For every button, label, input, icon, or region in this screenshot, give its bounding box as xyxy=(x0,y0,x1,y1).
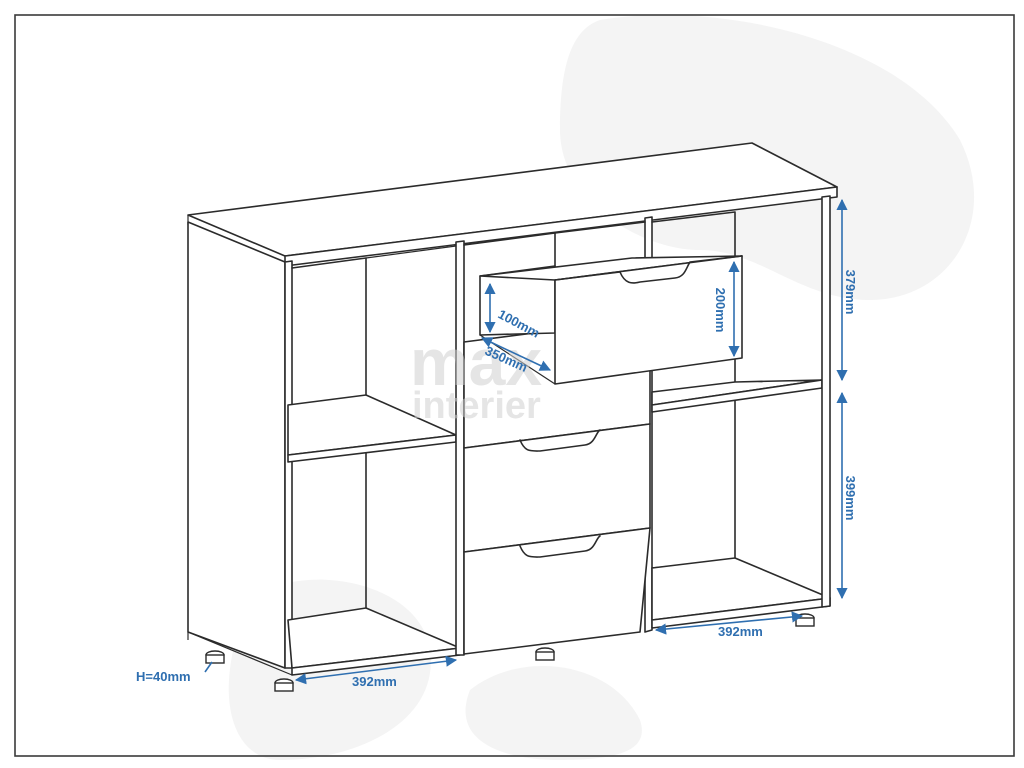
drawer-handle-bottom xyxy=(519,535,601,558)
dim-upper-height: 379mm xyxy=(843,270,858,315)
watermark-line2: interier xyxy=(412,385,541,427)
sideboard xyxy=(187,142,838,692)
dim-left-width: 392mm xyxy=(352,674,397,689)
drawer-handle-middle xyxy=(519,429,601,452)
dim-line-drawer-depth xyxy=(480,337,552,371)
drawer-front-bottom xyxy=(463,527,651,655)
dim-drawer-height: 200mm xyxy=(713,288,728,333)
dim-right-width: 392mm xyxy=(718,624,763,639)
left-front-edge xyxy=(284,260,293,669)
dim-line-left-width xyxy=(294,655,458,685)
dim-leg-height: H=40mm xyxy=(136,669,191,684)
drawing-frame xyxy=(14,14,1015,757)
dim-leg-height-pointer xyxy=(204,661,213,673)
left-side-panel xyxy=(187,221,286,669)
open-drawer xyxy=(479,255,743,385)
open-drawer-front xyxy=(554,255,743,385)
right-side-panel xyxy=(821,195,831,608)
watermark: max interier xyxy=(410,325,542,427)
center-divider-left xyxy=(455,240,465,656)
dim-line-right-width xyxy=(654,611,804,635)
dim-lower-height: 399mm xyxy=(843,476,858,521)
